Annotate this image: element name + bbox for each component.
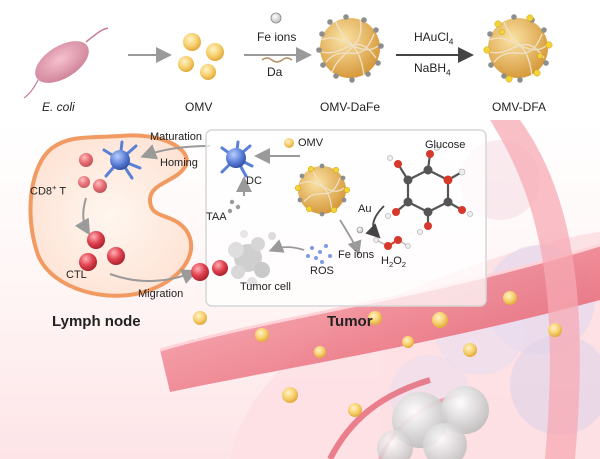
label-fe-ions-tumor: Fe ions	[338, 249, 375, 261]
arrow-fe-to-ros	[339, 219, 362, 256]
glucose-molecule	[385, 145, 473, 235]
label-omv: OMV	[185, 100, 213, 114]
vessel-particles	[193, 291, 562, 417]
omv-legend-icon	[284, 138, 294, 148]
arrow-ros-to-tumor	[268, 239, 305, 253]
label-omv-legend: OMV	[298, 137, 324, 149]
tumor-cell-cluster	[377, 386, 489, 459]
fe-ion-icon	[270, 12, 282, 24]
tumor-microenvironment-box	[205, 129, 487, 307]
dopamine-strand-icon	[261, 57, 293, 63]
label-h2o2: H2O2	[381, 255, 407, 270]
label-glucose: Glucose	[425, 139, 466, 151]
label-cd8-t: CD8+ T	[30, 183, 67, 198]
label-omv-dfa: OMV-DFA	[492, 100, 547, 114]
title-tumor: Tumor	[327, 313, 373, 330]
label-maturation: Maturation	[150, 131, 202, 143]
label-haucl4: HAuCl4	[414, 30, 454, 47]
label-ctl: CTL	[66, 269, 87, 281]
arrow-migration	[109, 269, 198, 284]
label-homing: Homing	[160, 157, 198, 169]
ecoli-bacterium	[23, 27, 109, 99]
label-fe-ions-top: Fe ions	[257, 30, 297, 44]
title-lymph-node: Lymph node	[52, 313, 141, 330]
taa-antigens	[227, 199, 241, 214]
label-ecoli: E. coli	[42, 100, 75, 114]
ros-particles	[306, 244, 332, 264]
ctl-cells	[79, 231, 125, 271]
dc-cell-tumor	[220, 140, 254, 178]
label-au: Au	[358, 203, 372, 215]
lymph-node	[28, 133, 194, 298]
label-migration: Migration	[138, 288, 184, 300]
label-omv-dafe: OMV-DaFe	[320, 100, 381, 114]
label-nabh4: NaBH4	[414, 61, 451, 78]
dc-cell-lymph	[102, 140, 142, 180]
label-da: Da	[267, 65, 283, 79]
cd8-t-cells	[78, 153, 107, 193]
tumor-cell	[228, 230, 276, 287]
omv-dafe-particle	[316, 14, 384, 83]
omv-vesicles	[178, 33, 224, 80]
label-taa: TAA	[206, 211, 227, 223]
label-tumor-cell: Tumor cell	[240, 281, 291, 293]
arrow-lymph-down	[74, 197, 91, 236]
arrow-maturation	[140, 144, 211, 160]
arrow-au-catalysis	[365, 205, 385, 239]
omv-dfa-particle	[483, 14, 553, 83]
label-dc: DC	[246, 175, 262, 187]
ctl-attacking	[191, 260, 228, 281]
fe-ion-small-icon	[356, 226, 364, 234]
omv-dfa-in-tumor	[294, 163, 351, 217]
h2o2-molecule	[373, 236, 411, 250]
label-ros: ROS	[310, 265, 334, 277]
